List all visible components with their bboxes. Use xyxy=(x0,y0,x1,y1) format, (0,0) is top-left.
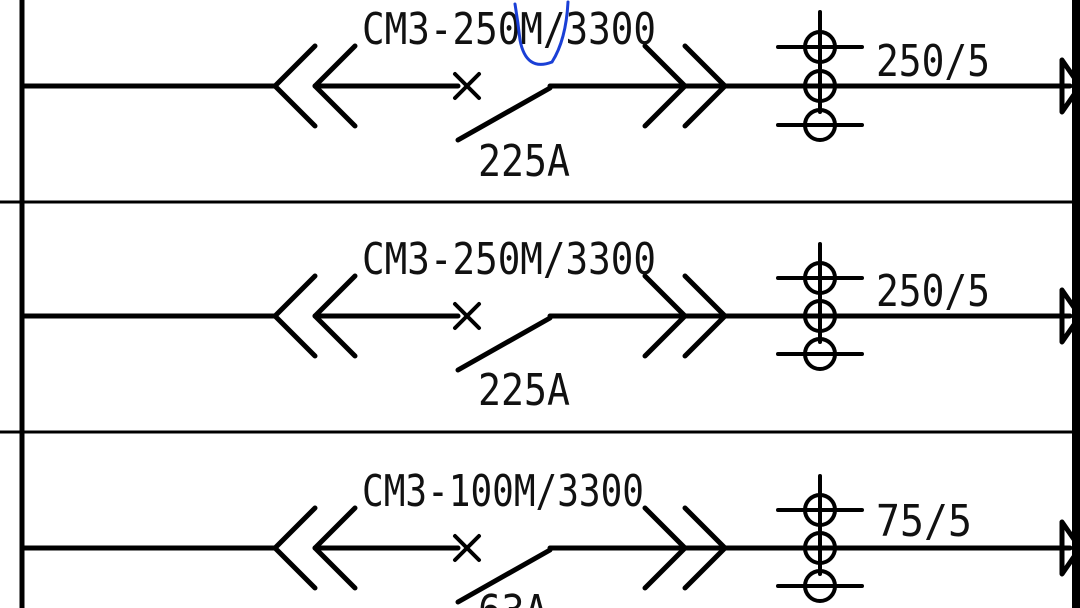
current-transformer-icon xyxy=(776,474,864,603)
breaker-model-label: CM3-250M/3300 xyxy=(362,4,656,55)
right-edge-bar xyxy=(1072,0,1080,608)
trip-rating-label: 225A xyxy=(478,136,570,187)
circuit-breaker-icon xyxy=(453,534,553,605)
trip-rating-label: 225A xyxy=(478,365,570,416)
draw-out-connector-icon xyxy=(642,43,728,129)
breaker-model-label: CM3-100M/3300 xyxy=(362,466,644,517)
ct-ratio-label: 250/5 xyxy=(876,36,990,87)
breaker-model-label: CM3-250M/3300 xyxy=(362,234,656,285)
ct-ratio-label: 75/5 xyxy=(876,496,972,547)
circuit-row-2: CM3-250M/3300 225A 250/5 xyxy=(19,234,1080,416)
draw-out-connector-icon xyxy=(642,505,728,591)
circuit-row-3: CM3-100M/3300 63A 75/5 xyxy=(19,466,1080,608)
arrow-icon xyxy=(1059,287,1080,345)
ct-ratio-label: 250/5 xyxy=(876,266,990,317)
circuit-row-1: CM3-250M/3300 225A 250/5 xyxy=(19,0,1080,187)
arrow-icon xyxy=(1059,57,1080,115)
trip-rating-label: 63A xyxy=(478,586,548,608)
circuit-breaker-icon xyxy=(453,72,553,143)
arrow-icon xyxy=(1059,519,1080,577)
draw-out-connector-icon xyxy=(642,273,728,359)
circuit-breaker-icon xyxy=(453,302,553,373)
current-transformer-icon xyxy=(776,242,864,371)
handwritten-mark xyxy=(513,0,570,66)
current-transformer-icon xyxy=(776,10,864,142)
